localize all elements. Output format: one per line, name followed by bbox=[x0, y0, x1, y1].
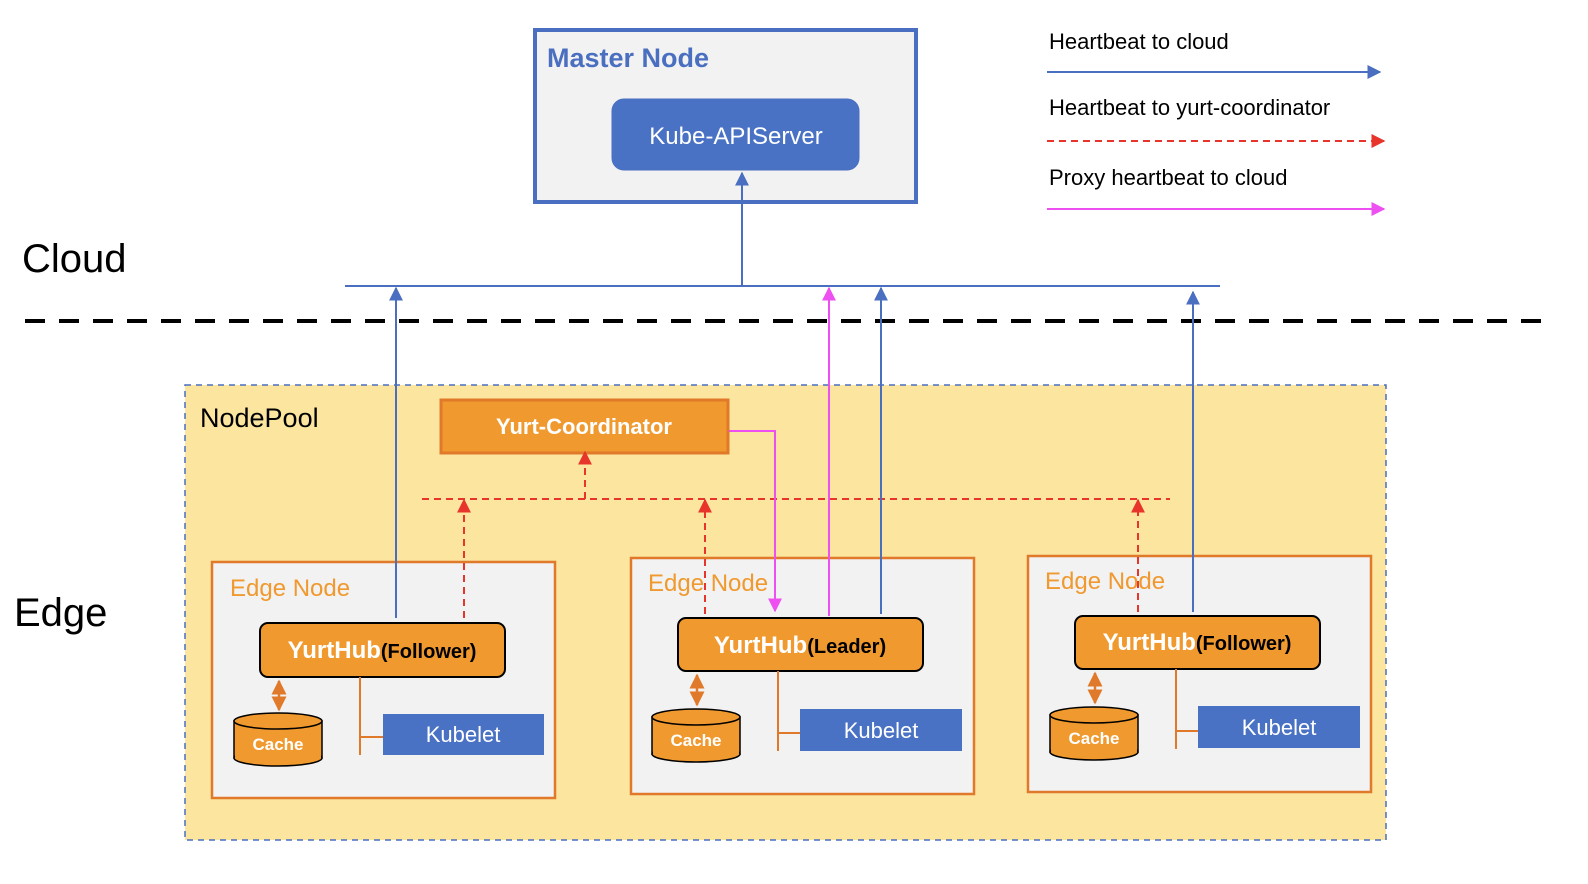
kube-apiserver-label: Kube-APIServer bbox=[649, 123, 822, 150]
edge-node-3-title: Edge Node bbox=[1045, 568, 1165, 595]
edge-node-1-title: Edge Node bbox=[230, 575, 350, 602]
edge-node-3-kubelet-box bbox=[1198, 706, 1360, 748]
edge-node-2-yurthub-name: YurtHub bbox=[714, 632, 807, 659]
edge-node-3-cache-label: Cache bbox=[1068, 729, 1119, 748]
legend-item-2-label: Heartbeat to yurt-coordinator bbox=[1049, 95, 1330, 120]
edge-node-2-title: Edge Node bbox=[648, 570, 768, 597]
edge-node-3-yurthub-box bbox=[1074, 615, 1321, 670]
edge-node-3-yurthub-label: YurtHub(Follower) bbox=[1103, 629, 1292, 656]
edge-node-1-kubelet-box bbox=[383, 714, 544, 755]
edge-node-2-cache-icon bbox=[651, 708, 741, 763]
kube-apiserver-box bbox=[611, 98, 860, 171]
edge-node-2-kubelet-label: Kubelet bbox=[844, 718, 919, 743]
edge-node-2: Edge Node YurtHub(Leader) Cache Kubelet bbox=[629, 556, 976, 796]
edge-zone-label: Edge bbox=[14, 591, 107, 635]
legend-item-1-label: Heartbeat to cloud bbox=[1049, 29, 1229, 54]
master-node-title: Master Node bbox=[547, 43, 709, 73]
edge-node-3-kubelet-label: Kubelet bbox=[1242, 715, 1317, 740]
edge-node-2-role: (Leader) bbox=[807, 636, 886, 658]
edge-node-3: Edge Node YurtHub(Follower) Cache Kubele… bbox=[1026, 554, 1373, 794]
yurt-coordinator-label: Yurt-Coordinator bbox=[496, 414, 672, 439]
coordinator-to-leader-arrow bbox=[729, 430, 782, 613]
edge-node-3-role: (Follower) bbox=[1196, 633, 1292, 655]
edge-node-3-yurthub-name: YurtHub bbox=[1103, 629, 1196, 656]
edge-node-2-yurthub-label: YurtHub(Leader) bbox=[714, 632, 886, 659]
edge-node-1-yurthub-name: YurtHub bbox=[288, 637, 381, 664]
edge-node-2-kubelet-box bbox=[800, 709, 962, 751]
nodepool-label: NodePool bbox=[200, 403, 319, 433]
edge-node-3-cache-icon bbox=[1049, 706, 1139, 761]
edge-node-1-yurthub-box bbox=[259, 622, 506, 678]
edge-node-1-yurthub-label: YurtHub(Follower) bbox=[288, 637, 477, 664]
edge-node-1: Edge Node YurtHub(Follower) Cache Kubele… bbox=[210, 560, 557, 800]
cloud-zone-label: Cloud bbox=[22, 237, 127, 281]
edge-node-2-cache-label: Cache bbox=[670, 731, 721, 750]
edge-node-1-kubelet-label: Kubelet bbox=[426, 722, 501, 747]
edge-node-1-cache-icon bbox=[233, 712, 323, 767]
yurt-coordinator-box bbox=[439, 398, 730, 455]
edge-node-1-cache-label: Cache bbox=[252, 735, 303, 754]
edge-node-2-yurthub-box bbox=[677, 617, 924, 672]
edge-node-1-role: (Follower) bbox=[381, 641, 477, 663]
legend-item-3-label: Proxy heartbeat to cloud bbox=[1049, 165, 1287, 190]
